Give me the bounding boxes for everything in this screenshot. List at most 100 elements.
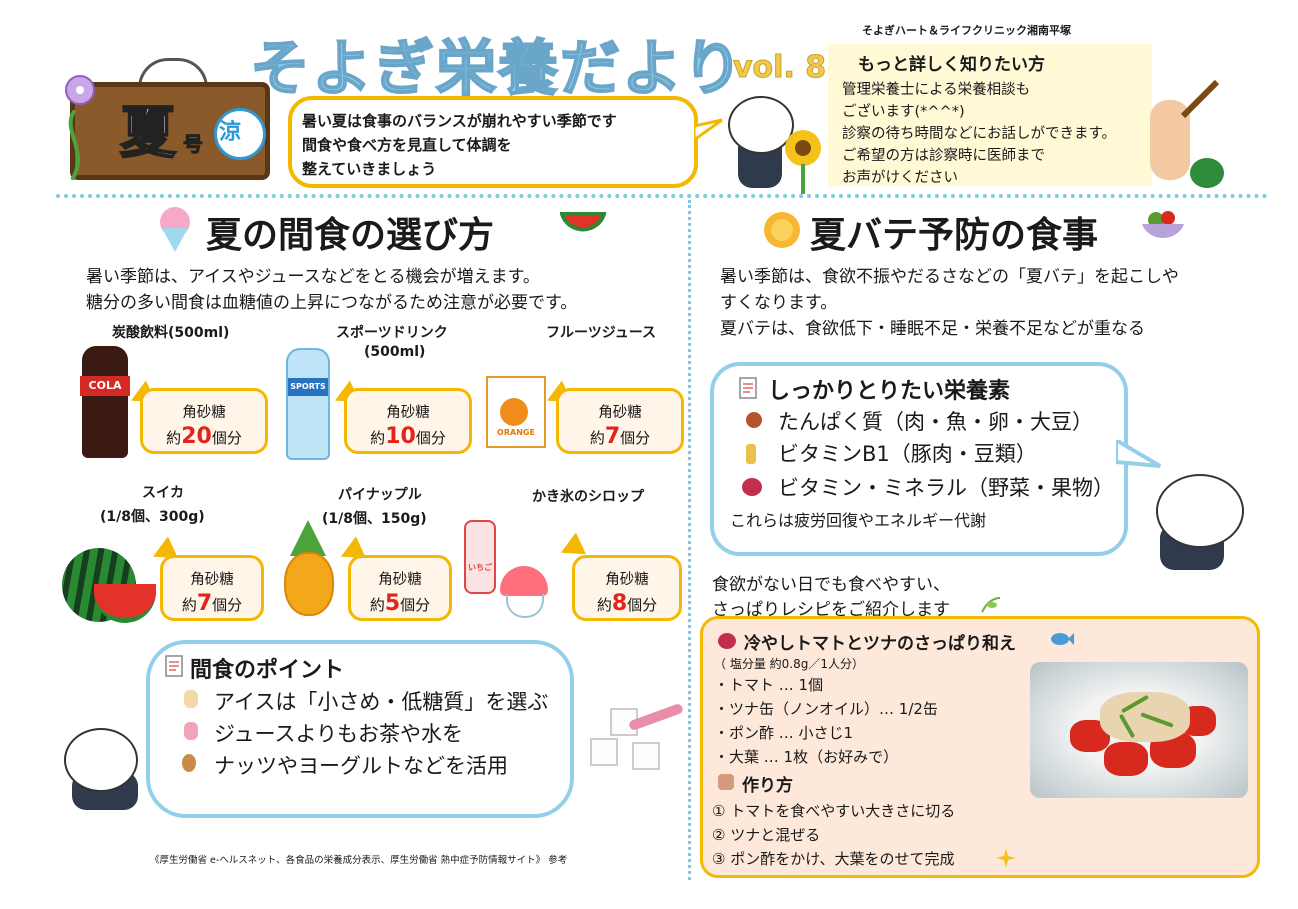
fan-text: 涼 bbox=[219, 120, 242, 145]
info-line-1: 管理栄養士による栄養相談も bbox=[842, 82, 1031, 98]
prevention-intro-line-3: 夏バテは、食欲低下・睡眠不足・栄養不足などが重なる bbox=[720, 319, 1145, 339]
info-line-2: ございます(*^^*) bbox=[842, 104, 965, 120]
step-1: ① トマトを食べやすい大きさに切る bbox=[712, 802, 956, 820]
sunflower-icon bbox=[785, 130, 821, 194]
ingredient-3: ・ポン酢 … 小さじ1 bbox=[714, 724, 854, 742]
sugar-bubble-cola: 角砂糖 約20個分 bbox=[140, 388, 268, 454]
sugar-suffix: 個分 bbox=[400, 596, 431, 614]
prevention-section-title: 夏バテ予防の食事 bbox=[810, 215, 1099, 256]
snack-point-1: アイスは「小さめ・低糖質」を選ぶ bbox=[214, 690, 549, 714]
sugar-bubble-sports: 角砂糖 約10個分 bbox=[344, 388, 472, 454]
sugar-count: 20 bbox=[181, 424, 212, 449]
sugar-label: 角砂糖 bbox=[378, 572, 422, 588]
sugar-count: 10 bbox=[385, 424, 416, 449]
recipe-intro-line-1: 食欲がない日でも食べやすい、 bbox=[712, 575, 950, 595]
snack-section-title: 夏の間食の選び方 bbox=[206, 215, 495, 256]
sugar-count: 7 bbox=[196, 591, 213, 616]
snack-points-box bbox=[146, 640, 574, 818]
syrup-label: いちご bbox=[468, 563, 492, 572]
source-citation: 《厚生労働省 e-ヘルスネット、各食品の栄養成分表示、厚生労働省 熱中症予防情報… bbox=[150, 855, 568, 866]
item-label-pineapple-size: (1/8個、150g) bbox=[322, 511, 427, 527]
sugar-label: 角砂糖 bbox=[605, 572, 649, 588]
pineapple-leaf-icon bbox=[290, 520, 326, 556]
stick-icon bbox=[1180, 79, 1220, 119]
tomato-piece bbox=[1104, 742, 1148, 776]
fan-icon bbox=[214, 108, 266, 160]
recipe-title: 冷やしトマトとツナのさっぱり和え bbox=[744, 634, 1016, 654]
recipe-photo bbox=[1030, 662, 1248, 798]
juice-label: ORANGE bbox=[497, 428, 535, 437]
shaved-ice-cup-icon bbox=[500, 566, 548, 596]
ice-cream-icon bbox=[184, 690, 198, 708]
step-3: ③ ポン酢をかけ、大葉をのせて完成 bbox=[712, 850, 955, 868]
item-label-sports: スポーツドリンク bbox=[336, 325, 448, 341]
intro-speech-bubble bbox=[288, 96, 698, 188]
sugar-prefix: 約 bbox=[589, 429, 605, 447]
info-line-5: お声がけください bbox=[842, 170, 958, 186]
sugar-count: 7 bbox=[604, 424, 621, 449]
intro-line-2: 間食や食べ方を見直して体調を bbox=[302, 136, 512, 154]
fruit-icon bbox=[742, 478, 762, 496]
item-label-sports-size: (500ml) bbox=[364, 344, 426, 360]
sugar-label: 角砂糖 bbox=[598, 405, 642, 421]
nutrient-item-3: ビタミン・ミネラル（野菜・果物） bbox=[778, 476, 1114, 500]
season-main-text: 夏 bbox=[119, 100, 177, 167]
nutrient-item-2: ビタミンB1（豚肉・豆類） bbox=[778, 442, 1037, 466]
item-label-pineapple: パイナップル bbox=[338, 487, 422, 503]
clinic-name: そよぎハート＆ライフクリニック湘南平塚 bbox=[862, 24, 1071, 37]
nutrient-box bbox=[710, 362, 1128, 556]
step-2: ② ツナと混ぜる bbox=[712, 826, 821, 844]
recipe-salt: （ 塩分量 約0.8g／1人分） bbox=[714, 657, 864, 671]
snack-intro-line-1: 暑い季節は、アイスやジュースなどをとる機会が増えます。 bbox=[86, 267, 540, 287]
sugar-count: 5 bbox=[384, 591, 401, 616]
bear-mascot-icon bbox=[728, 96, 794, 154]
recipe-intro-line-2: さっぱりレシピをご紹介します bbox=[712, 600, 950, 620]
sugar-prefix: 約 bbox=[370, 429, 386, 447]
nutrient-item-1: たんぱく質（肉・魚・卵・大豆） bbox=[778, 410, 1093, 434]
prevention-intro-line-2: すくなります。 bbox=[720, 293, 838, 313]
bean-icon bbox=[746, 444, 756, 464]
snack-point-3: ナッツやヨーグルトなどを活用 bbox=[214, 754, 508, 778]
sugar-suffix: 個分 bbox=[415, 429, 446, 447]
info-title: もっと詳しく知りたい方 bbox=[858, 55, 1045, 75]
ingredient-4: ・大葉 … 1枚（お好みで） bbox=[714, 748, 899, 766]
juice-box-icon bbox=[486, 376, 546, 448]
memo-icon bbox=[165, 655, 183, 677]
pineapple-icon bbox=[284, 552, 334, 616]
vine-icon bbox=[68, 110, 80, 180]
info-box bbox=[828, 44, 1152, 186]
sugar-label: 角砂糖 bbox=[190, 572, 234, 588]
glass-cup-icon bbox=[506, 594, 544, 618]
sugar-suffix: 個分 bbox=[212, 596, 243, 614]
meat-icon bbox=[746, 412, 762, 428]
sugar-bubble-juice: 角砂糖 約7個分 bbox=[556, 388, 684, 454]
sugar-bubble-pineapple: 角砂糖 約5個分 bbox=[348, 555, 452, 621]
sugar-cube-icon bbox=[590, 738, 618, 766]
horizontal-divider bbox=[56, 194, 1268, 198]
peanut-icon bbox=[182, 754, 196, 772]
bear-wink-icon bbox=[1156, 474, 1244, 548]
watermelon-small-icon bbox=[1190, 158, 1224, 188]
intro-line-3: 整えていきましょう bbox=[302, 160, 437, 178]
sugar-suffix: 個分 bbox=[620, 429, 651, 447]
tomato-icon bbox=[718, 633, 736, 649]
sports-label: SPORTS bbox=[288, 378, 328, 396]
nutrient-title: しっかりとりたい栄養素 bbox=[768, 379, 1011, 404]
syrup-bottle-icon bbox=[464, 520, 496, 594]
morning-glory-icon bbox=[65, 75, 95, 105]
sugar-cube-icon bbox=[632, 742, 660, 770]
salad-bowl-icon bbox=[1142, 211, 1184, 239]
intro-line-1: 暑い夏は食事のバランスが崩れやすい季節です bbox=[302, 112, 617, 130]
nutrient-note: これらは疲労回復やエネルギー代謝 bbox=[730, 511, 987, 530]
item-label-cola: 炭酸飲料(500ml) bbox=[112, 325, 230, 341]
cola-label: COLA bbox=[80, 376, 130, 396]
fish-icon bbox=[1051, 633, 1074, 645]
bear-wink-icon bbox=[64, 728, 138, 792]
sugar-prefix: 約 bbox=[181, 596, 197, 614]
snack-points-title: 間食のポイント bbox=[190, 658, 345, 683]
shaved-ice-icon bbox=[160, 207, 190, 252]
vertical-divider bbox=[688, 200, 691, 880]
sugar-suffix: 個分 bbox=[211, 429, 242, 447]
item-label-watermelon-size: (1/8個、300g) bbox=[100, 509, 205, 525]
sports-drink-icon bbox=[286, 348, 330, 460]
